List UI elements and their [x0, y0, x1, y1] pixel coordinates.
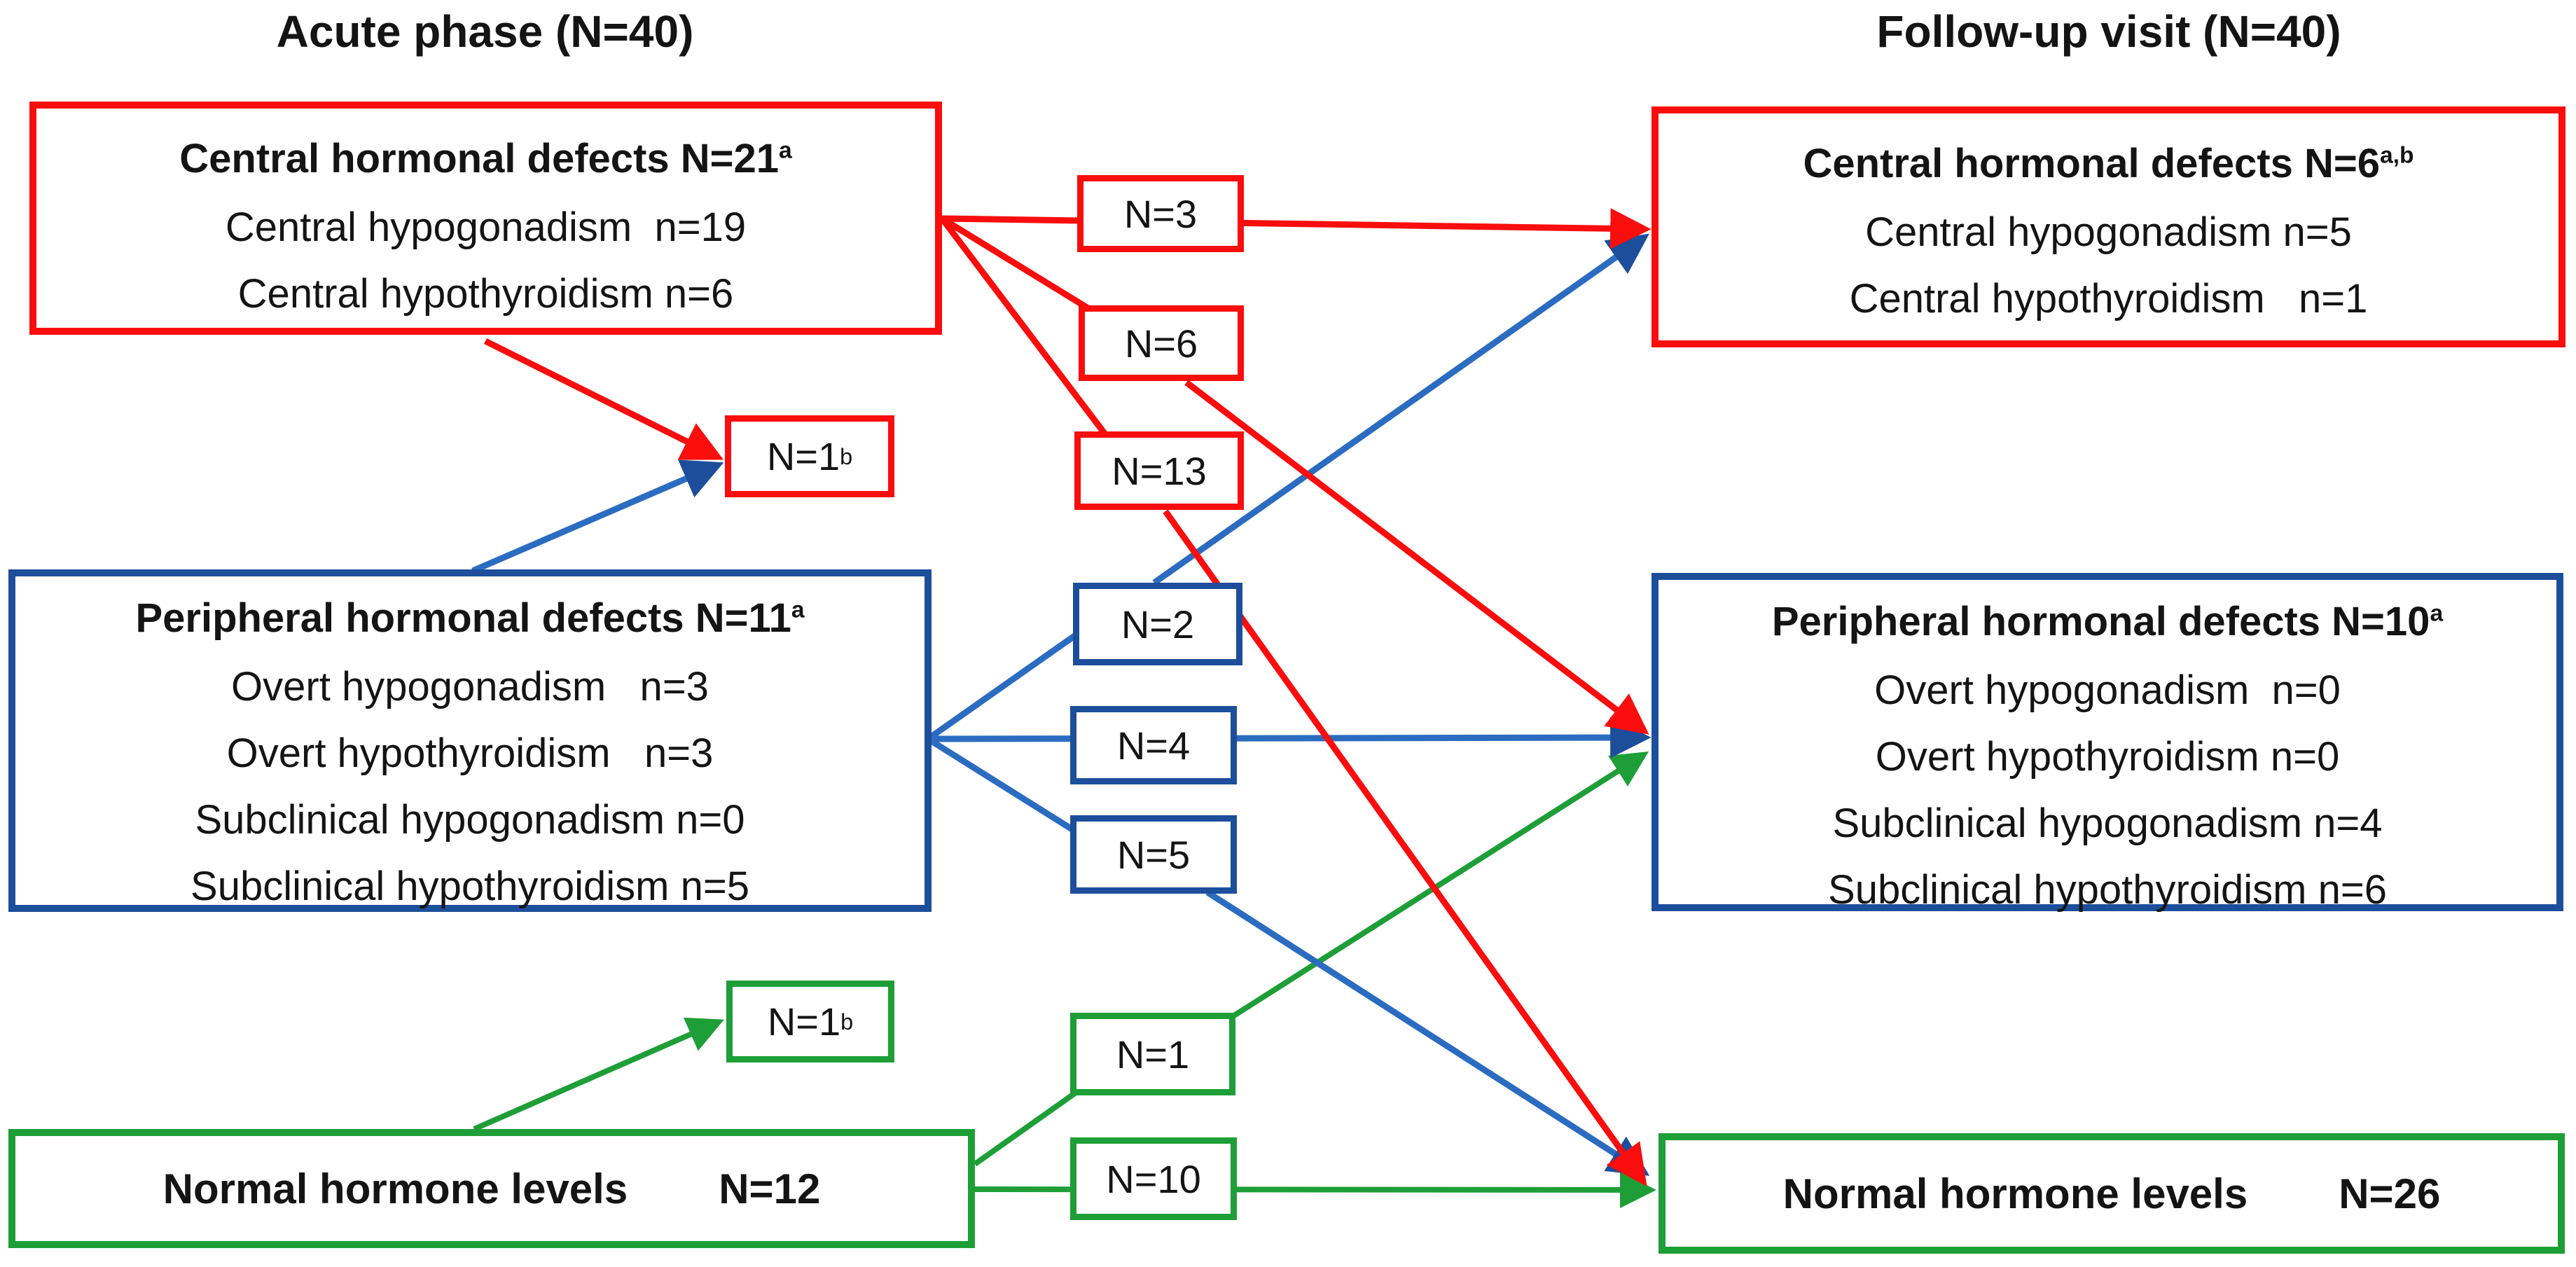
flow-line-central-lost — [483, 338, 724, 460]
flow-line-central-to-normal-in — [939, 216, 1108, 436]
acute-subclinical-hypothyroidism-row: Subclinical hypothyroidism n=5 — [191, 864, 749, 909]
followup-normal-levels-count: N=26 — [2339, 1170, 2441, 1217]
followup-central-defects-title: Central hormonal defects N=6a,b — [1659, 129, 2558, 199]
acute-normal-levels-label: Normal hormone levels — [162, 1165, 628, 1212]
acute-subclinical-hypogonadism-row: Subclinical hypogonadism n=0 — [195, 797, 745, 843]
acute-overt-hypothyroidism-row: Overt hypothyroidism n=3 — [226, 731, 714, 776]
flow-line-peripheral-to-normal-out — [1205, 889, 1650, 1176]
footnote-marker-ab: a,b — [2379, 142, 2414, 169]
followup-central-defects-title-text: Central hormonal defects N=6 — [1803, 141, 2380, 186]
acute-peripheral-defects-box: Peripheral hormonal defects N=11a Overt … — [8, 569, 932, 912]
followup-peripheral-defects-title-text: Peripheral hormonal defects N=10 — [1771, 599, 2430, 644]
followup-peripheral-defects-title: Peripheral hormonal defects N=10a — [1659, 587, 2556, 657]
acute-central-defects-box: Central hormonal defects N=21a Central h… — [29, 102, 942, 335]
flow-line-central-to-normal-out — [1163, 509, 1647, 1186]
followup-overt-hypogonadism-row: Overt hypogonadism n=0 — [1874, 667, 2341, 713]
flow-count-central-to-central: N=3 — [1077, 175, 1244, 252]
acute-central-hypothyroidism-row: Central hypothyroidism n=6 — [237, 271, 734, 317]
flow-line-central-to-peripheral-out — [1184, 380, 1649, 735]
footnote-marker-a: a — [779, 137, 792, 164]
acute-central-defects-title-text: Central hormonal defects N=21 — [179, 136, 780, 181]
acute-overt-hypogonadism-row: Overt hypogonadism n=3 — [231, 664, 709, 709]
acute-peripheral-defects-title-text: Peripheral hormonal defects N=11 — [135, 595, 791, 641]
acute-phase-title: Acute phase (N=40) — [276, 6, 694, 57]
flow-count-normal-lost-text: N=1 — [767, 999, 841, 1044]
flow-line-normal-to-peripheral-in — [973, 1090, 1078, 1167]
flow-line-normal-to-peripheral-out — [1232, 752, 1649, 1018]
flow-count-central-lost-text: N=1 — [766, 434, 840, 478]
flow-line-peripheral-to-central-out — [1152, 233, 1649, 586]
flow-count-peripheral-to-normal: N=5 — [1070, 815, 1237, 894]
followup-visit-title: Follow-up visit (N=40) — [1876, 6, 2341, 57]
footnote-marker-a: a — [791, 597, 805, 623]
flow-line-peripheral-to-central-in — [926, 632, 1079, 742]
flow-count-normal-to-peripheral: N=1 — [1070, 1013, 1235, 1095]
acute-normal-levels-box: Normal hormone levels N=12 — [8, 1129, 975, 1248]
flow-count-peripheral-to-central: N=2 — [1073, 583, 1242, 665]
flow-line-peripheral-to-peripheral — [927, 716, 1651, 759]
acute-central-defects-title: Central hormonal defects N=21a — [36, 124, 935, 194]
flow-line-peripheral-to-normal-in — [926, 736, 1079, 835]
flow-line-central-to-peripheral-in — [940, 216, 1095, 314]
flow-count-central-to-peripheral: N=6 — [1079, 305, 1244, 381]
followup-normal-levels-label: Normal hormone levels — [1782, 1170, 2248, 1217]
followup-normal-levels-box: Normal hormone levels N=26 — [1659, 1133, 2565, 1254]
flow-count-central-to-normal: N=13 — [1074, 431, 1244, 510]
flow-line-central-to-central — [941, 208, 1651, 249]
flow-line-normal-lost — [473, 1017, 724, 1132]
followup-overt-hypothyroidism-row: Overt hypothyroidism n=0 — [1875, 734, 2340, 780]
followup-central-defects-box: Central hormonal defects N=6a,b Central … — [1651, 106, 2565, 347]
acute-central-hypogonadism-row: Central hypogonadism n=19 — [225, 205, 747, 250]
followup-central-hypothyroidism-row: Central hypothyroidism n=1 — [1849, 276, 2368, 321]
acute-normal-levels-count: N=12 — [719, 1165, 821, 1212]
flow-count-normal-to-normal: N=10 — [1070, 1137, 1237, 1220]
followup-subclinical-hypogonadism-row: Subclinical hypogonadism n=4 — [1832, 801, 2383, 846]
footnote-marker-a: a — [2430, 600, 2444, 627]
followup-central-hypogonadism-row: Central hypogonadism n=5 — [1865, 209, 2352, 255]
flow-line-peripheral-lost — [471, 459, 724, 574]
acute-peripheral-defects-title: Peripheral hormonal defects N=11a — [15, 583, 925, 653]
followup-peripheral-defects-box: Peripheral hormonal defects N=10a Overt … — [1651, 573, 2563, 913]
followup-subclinical-hypothyroidism-row: Subclinical hypothyroidism n=6 — [1828, 867, 2387, 913]
flow-count-peripheral-to-peripheral: N=4 — [1070, 706, 1237, 784]
